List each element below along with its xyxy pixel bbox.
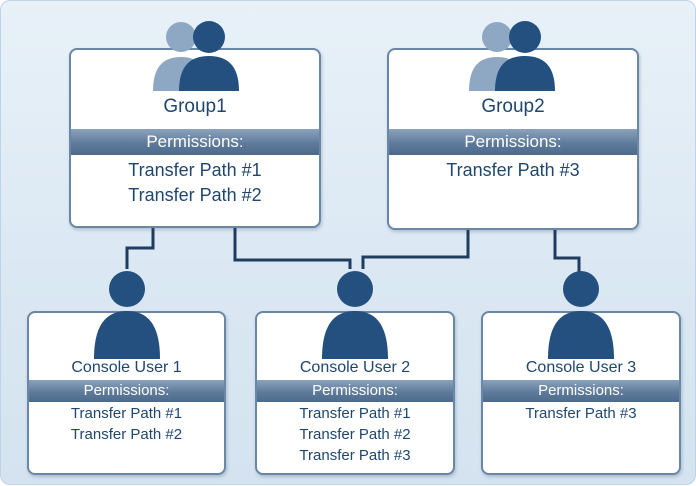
permission-item: Transfer Path #3 bbox=[446, 160, 580, 180]
permissions-list: Transfer Path #1 Transfer Path #2 bbox=[29, 403, 224, 445]
permissions-list: Transfer Path #3 bbox=[483, 403, 679, 424]
permission-item: Transfer Path #2 bbox=[299, 426, 411, 443]
user-name: Console User 2 bbox=[299, 359, 411, 376]
user-name: Console User 3 bbox=[525, 359, 637, 376]
permissions-list: Transfer Path #3 bbox=[389, 158, 637, 183]
group-name: Group2 bbox=[481, 96, 545, 117]
user-icon bbox=[94, 271, 160, 359]
connector-group1-user2 bbox=[233, 227, 352, 269]
user-card-console-user-1: Console User 1 Permissions: Transfer Pat… bbox=[27, 311, 226, 475]
permission-item: Transfer Path #3 bbox=[525, 405, 637, 422]
permissions-header: Permissions: bbox=[29, 380, 224, 402]
user-group-icon bbox=[153, 21, 239, 91]
group-card-group2: Group2 Permissions: Transfer Path #3 bbox=[387, 48, 639, 230]
permission-item: Transfer Path #3 bbox=[299, 447, 411, 464]
permission-item: Transfer Path #2 bbox=[128, 185, 262, 205]
user-card-console-user-3: Console User 3 Permissions: Transfer Pat… bbox=[481, 311, 681, 475]
permission-item: Transfer Path #1 bbox=[128, 160, 262, 180]
user-name: Console User 1 bbox=[71, 359, 182, 376]
permission-item: Transfer Path #1 bbox=[70, 405, 183, 422]
user-group-icon bbox=[469, 21, 555, 91]
permissions-list: Transfer Path #1 Transfer Path #2 Transf… bbox=[257, 403, 453, 466]
permissions-header: Permissions: bbox=[483, 380, 679, 402]
permissions-list: Transfer Path #1 Transfer Path #2 bbox=[71, 158, 319, 208]
user-card-console-user-2: Console User 2 Permissions: Transfer Pat… bbox=[255, 311, 455, 475]
user-icon bbox=[322, 271, 388, 359]
user-icon bbox=[548, 271, 614, 359]
connector-group2-user2 bbox=[361, 229, 470, 269]
connector-group1-user1 bbox=[125, 227, 155, 269]
permissions-header: Permissions: bbox=[389, 129, 637, 155]
permission-item: Transfer Path #1 bbox=[299, 405, 411, 422]
permission-item: Transfer Path #2 bbox=[70, 426, 183, 443]
permissions-header: Permissions: bbox=[71, 129, 319, 155]
group-name: Group1 bbox=[163, 96, 227, 117]
permissions-header: Permissions: bbox=[257, 380, 453, 402]
